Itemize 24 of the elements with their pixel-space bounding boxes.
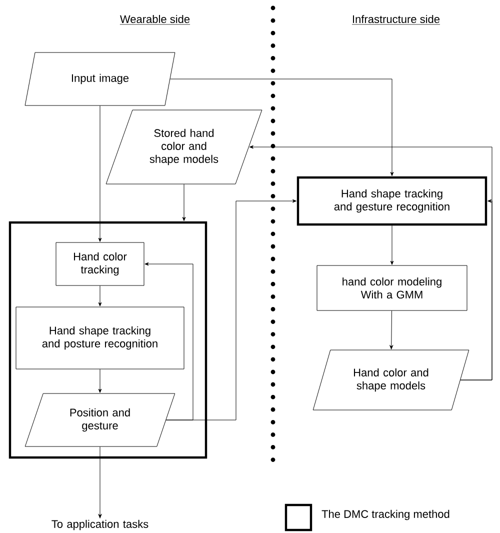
data-parallelogram: Stored hand color and shape models [106, 110, 262, 184]
arrow [98, 446, 102, 518]
method-frame [8, 221, 208, 459]
process-box: Hand shape tracking and gesture recognition [296, 176, 488, 226]
arrow [390, 225, 394, 265]
legend-text: The DMC tracking method [322, 510, 450, 520]
section-heading: Infrastructure side [352, 14, 440, 25]
data-parallelogram: Input image [24, 52, 176, 106]
arrow [166, 199, 296, 420]
section-heading: Wearable side [120, 14, 190, 25]
node-text: To application tasks [52, 520, 148, 530]
process-box: Hand shape tracking and posture recognition [16, 306, 184, 370]
arrow [98, 286, 102, 306]
data-parallelogram: Hand color and shape models [312, 350, 470, 410]
process-box: Hand color tracking [56, 242, 144, 286]
arrow [182, 184, 186, 221]
arrow [144, 262, 194, 420]
arrow [170, 78, 394, 176]
arrow [460, 199, 492, 380]
process-box: hand color modeling With a GMM [316, 265, 468, 311]
arrow [98, 369, 102, 393]
arrow [98, 106, 102, 242]
data-parallelogram: Position and gesture [24, 393, 176, 447]
arrow [390, 310, 394, 350]
